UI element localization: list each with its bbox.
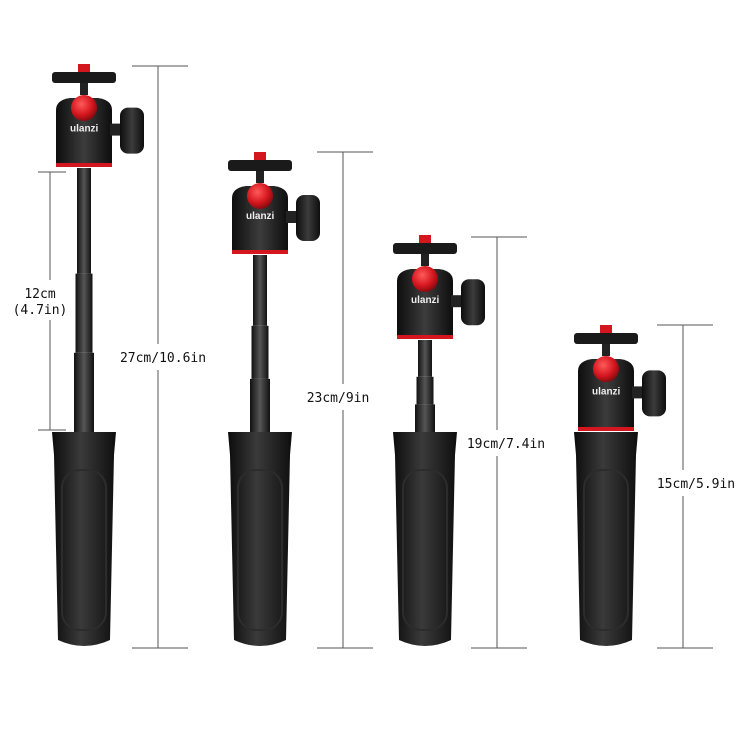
extension-label-cm: 12cm <box>24 287 55 302</box>
pole-segment <box>250 378 270 432</box>
lock-knob <box>120 107 144 154</box>
tripod-4: ulanzi <box>574 325 666 646</box>
brand-logo: ulanzi <box>592 386 621 397</box>
top-plate <box>228 160 292 171</box>
grip-texture <box>583 469 629 631</box>
height-dimension-4: 15cm/5.9in <box>657 324 735 649</box>
brand-logo: ulanzi <box>70 124 99 135</box>
lock-knob <box>296 195 320 241</box>
ball-head-body <box>578 359 634 428</box>
height-label: 19cm/7.4in <box>467 437 545 452</box>
red-ball <box>412 266 438 292</box>
height-label: 27cm/10.6in <box>120 351 206 366</box>
head-stem <box>256 171 264 183</box>
pole-segment <box>415 404 435 432</box>
grip-texture <box>61 469 107 631</box>
pole-segment <box>253 255 267 326</box>
lock-knob <box>642 370 666 417</box>
top-plate <box>52 72 116 83</box>
knob-shaft <box>110 123 120 136</box>
pole-segment <box>74 352 94 432</box>
extension-label-in: (4.7in) <box>13 303 68 318</box>
grip-texture <box>402 469 448 631</box>
grip-handle <box>574 432 638 646</box>
grip-texture <box>237 469 283 631</box>
mount-screw <box>419 235 431 244</box>
pole-segment <box>418 340 432 377</box>
grip-handle <box>228 432 292 646</box>
top-plate <box>574 333 638 344</box>
pole-segment <box>75 273 93 353</box>
tripod-2: ulanzi <box>228 152 320 646</box>
red-ball <box>71 95 97 121</box>
ball-head-body <box>56 98 112 164</box>
height-dimension-2: 23cm/9in <box>307 151 373 649</box>
red-ring <box>397 335 453 339</box>
head-stem <box>80 83 88 95</box>
height-label: 23cm/9in <box>307 391 370 406</box>
knob-shaft <box>451 295 461 308</box>
height-label: 15cm/5.9in <box>657 477 735 492</box>
mount-screw <box>254 152 266 161</box>
pole-segment <box>251 325 269 379</box>
height-dimension-3: 19cm/7.4in <box>467 236 545 649</box>
height-dimension-1: 27cm/10.6in <box>120 65 206 649</box>
top-plate <box>393 243 457 254</box>
red-ring <box>232 250 288 254</box>
knob-shaft <box>632 386 642 399</box>
head-stem <box>421 254 429 266</box>
red-ball <box>593 356 619 382</box>
pole-segment <box>77 168 91 274</box>
pole-segment <box>416 376 434 405</box>
red-ring <box>56 163 112 167</box>
mount-screw <box>600 325 612 334</box>
tripod-1: ulanzi <box>52 64 144 646</box>
brand-logo: ulanzi <box>411 295 440 306</box>
knob-shaft <box>286 211 296 223</box>
grip-handle <box>52 432 116 646</box>
head-stem <box>602 344 610 356</box>
grip-handle <box>393 432 457 646</box>
tripod-3: ulanzi <box>393 235 485 646</box>
ball-head-body <box>232 186 288 251</box>
brand-logo: ulanzi <box>246 211 275 222</box>
red-ring <box>578 427 634 431</box>
extension-dimension: 12cm(4.7in) <box>13 171 68 431</box>
lock-knob <box>461 279 485 326</box>
red-ball <box>247 183 273 209</box>
mount-screw <box>78 64 90 73</box>
ball-head-body <box>397 269 453 336</box>
